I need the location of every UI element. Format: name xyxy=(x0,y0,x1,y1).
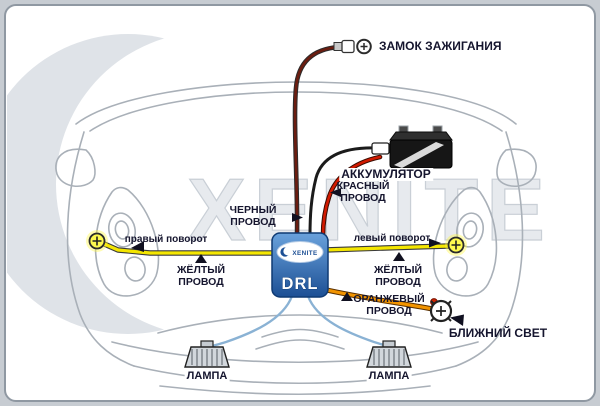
pointer-arrows xyxy=(131,188,464,326)
low-beam-label: БЛИЖНИЙ СВЕТ xyxy=(448,326,548,340)
turn-signal-left-icon xyxy=(444,233,468,257)
ignition-connector-icon xyxy=(333,38,372,55)
battery-label: АККУМУЛЯТОР xyxy=(339,167,433,181)
wire-black xyxy=(308,146,379,238)
drl-unit: XENITE DRL xyxy=(271,232,329,298)
xenite-logo: XENITE xyxy=(280,247,317,257)
wire-ignition xyxy=(293,45,341,238)
right-turn-label: правый поворот xyxy=(124,234,208,245)
car-outline xyxy=(55,81,537,396)
lamp-label-right: ЛАМПА xyxy=(366,370,412,382)
arrow-orange-wire xyxy=(341,292,353,301)
drl-model-text: DRL xyxy=(282,275,319,293)
arrow-right-turn xyxy=(131,241,144,252)
wire-yellow-left xyxy=(100,241,278,255)
orange-wire-label: ОРАНЖЕВЫЙ ПРОВОД xyxy=(353,293,425,317)
arrow-black-wire xyxy=(292,213,303,222)
low-beam-bulb-icon xyxy=(429,298,453,323)
yellow-wire-label-right: ЖЁЛТЫЙ ПРОВОД xyxy=(373,264,423,288)
arrow-left-turn xyxy=(429,238,441,248)
red-wire-label: КРАСНЫЙ ПРОВОД xyxy=(336,180,390,204)
lamp-left-icon xyxy=(184,340,230,368)
yellow-wire-label-left: ЖЁЛТЫЙ ПРОВОД xyxy=(176,264,226,288)
turn-signal-right-icon xyxy=(85,229,109,253)
wire-orange xyxy=(316,286,435,311)
wires xyxy=(99,44,452,349)
arrow-yellow-left xyxy=(195,254,207,263)
left-turn-label: левый поворот xyxy=(353,233,431,244)
wire-yellow-right xyxy=(322,244,451,252)
arrow-yellow-right xyxy=(393,252,405,261)
arrow-low-beam xyxy=(450,314,464,326)
wire-red xyxy=(321,155,382,238)
ignition-label: ЗАМОК ЗАЖИГАНИЯ xyxy=(379,39,502,53)
drl-brand-text: XENITE xyxy=(292,250,317,257)
battery-icon xyxy=(371,125,453,169)
lamp-right-icon xyxy=(366,340,412,368)
lamp-label-left: ЛАМПА xyxy=(184,370,230,382)
black-wire-label: ЧЕРНЫЙ ПРОВОД xyxy=(229,204,277,228)
watermark: XENITE xyxy=(7,32,546,336)
arrow-red-wire xyxy=(330,188,341,197)
